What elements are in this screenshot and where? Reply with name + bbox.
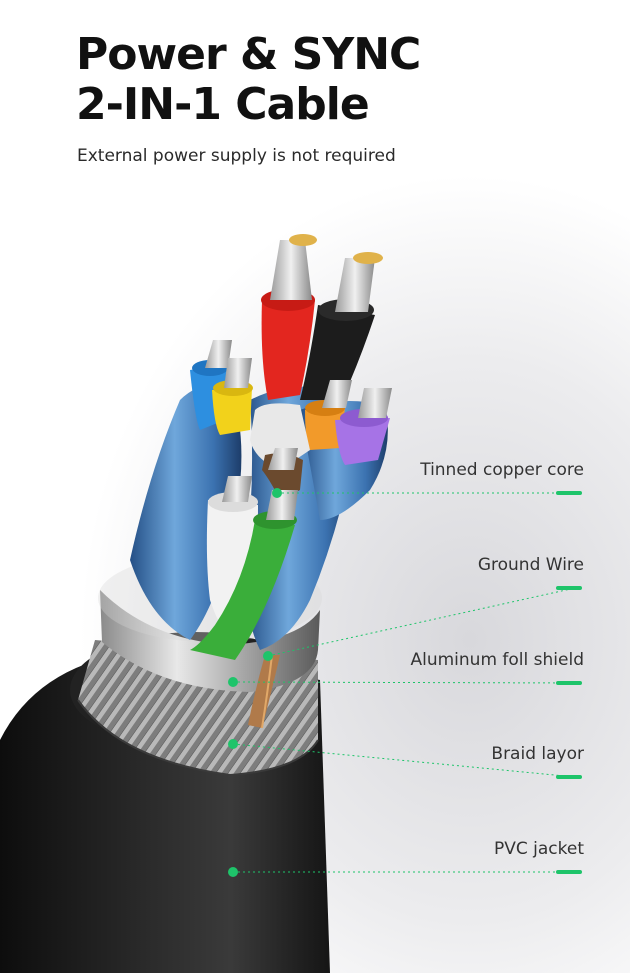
inner-wires: [190, 448, 303, 660]
callout-tick: [556, 681, 582, 685]
callout-label-ground-wire: Ground Wire: [477, 555, 584, 575]
callout-tick: [556, 491, 582, 495]
callout-tick: [556, 870, 582, 874]
title-line-2: 2-IN-1 Cable: [76, 79, 370, 130]
callout-label-tinned-copper-core: Tinned copper core: [420, 460, 584, 480]
callout-dots: [228, 488, 282, 877]
callout-label-braid-layer: Braid layor: [491, 744, 584, 764]
callout-tick: [556, 586, 582, 590]
signal-wires: [190, 340, 392, 470]
callout-leaders: [232, 492, 576, 873]
power-wires: [261, 234, 383, 400]
title-line-1: Power & SYNC: [76, 29, 421, 80]
page-title: Power & SYNC 2-IN-1 Cable: [76, 29, 421, 130]
callout-label-pvc-jacket: PVC jacket: [493, 839, 584, 859]
subtitle: External power supply is not required: [77, 146, 396, 166]
callout-label-aluminum-foil-shield: Aluminum foll shield: [410, 650, 585, 670]
callout-tick: [556, 775, 582, 779]
ground-wire: [248, 654, 280, 729]
